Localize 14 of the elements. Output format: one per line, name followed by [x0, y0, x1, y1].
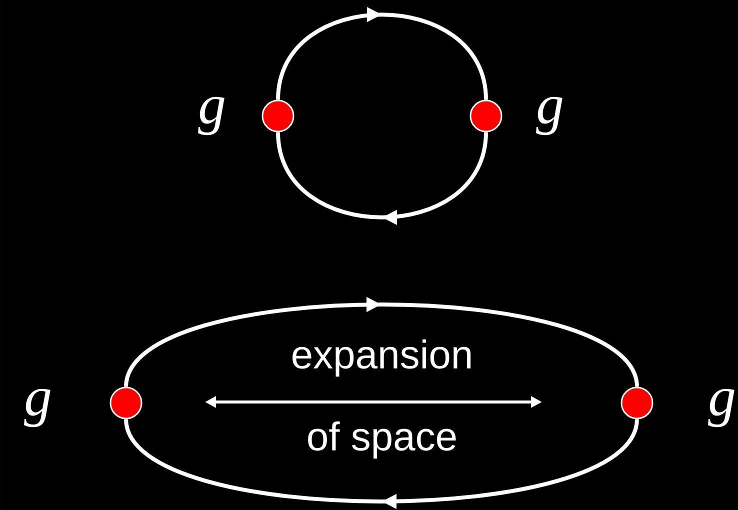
propagator-arc — [124, 296, 639, 388]
vertex-dot — [470, 100, 502, 132]
gluon-label: g — [708, 388, 734, 428]
gluon-label: g — [536, 96, 562, 136]
gluon-label: g — [24, 388, 50, 428]
vertex-dot — [620, 386, 654, 420]
vertex-dot — [262, 100, 294, 132]
vertex-dot — [110, 386, 142, 420]
annotation-text: of space — [308, 421, 456, 459]
annotation-text: expansion — [292, 339, 471, 377]
gluon-label: g — [198, 96, 224, 136]
propagator-arc — [276, 6, 488, 100]
propagator-arc — [276, 132, 488, 226]
propagator-arc — [124, 418, 639, 510]
